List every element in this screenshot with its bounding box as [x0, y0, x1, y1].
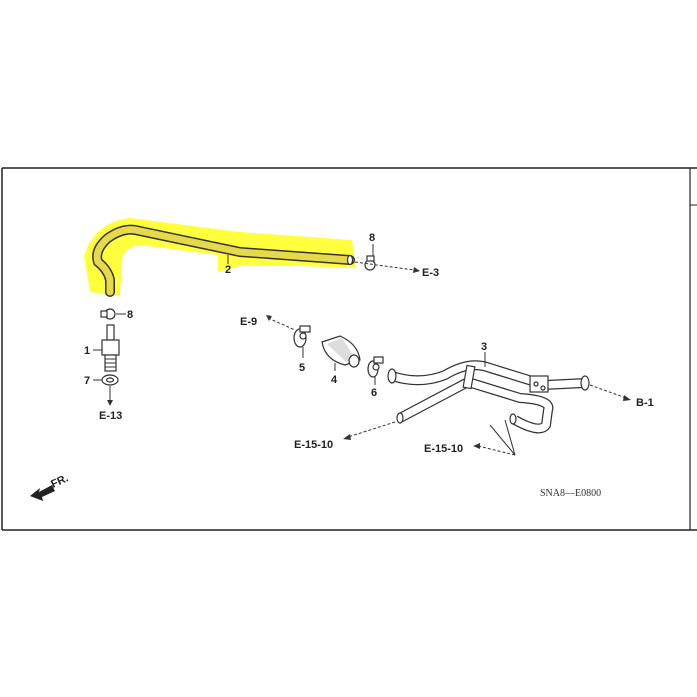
clamp-part-6[interactable]	[367, 356, 384, 378]
part-number-6: 6	[371, 387, 377, 399]
part-number-7: 7	[84, 375, 90, 387]
part-number-8-top: 8	[369, 232, 375, 244]
ref-e13: E-13	[99, 410, 122, 422]
diagram-code: SNA8—E0800	[540, 488, 601, 499]
front-direction-arrow-icon	[30, 485, 55, 501]
ref-e15-10-right: E-15-10	[424, 443, 463, 455]
part-number-3: 3	[481, 341, 487, 353]
clamp-part-8-left[interactable]	[100, 308, 116, 320]
part-number-8-left: 8	[127, 309, 133, 321]
pcv-valve-part-1[interactable]	[101, 324, 120, 372]
front-label: FR.	[49, 472, 70, 490]
diagram-frame	[1, 167, 697, 531]
ref-e3: E-3	[422, 267, 439, 279]
part-number-5: 5	[299, 362, 305, 374]
clamp-part-8-top[interactable]	[364, 255, 376, 271]
washer-part-7[interactable]	[101, 374, 119, 386]
pipe-part-3[interactable]	[387, 360, 590, 434]
hose-part-2[interactable]	[92, 224, 355, 297]
part-number-1: 1	[84, 345, 90, 357]
hose-part-4[interactable]	[321, 335, 361, 368]
clamp-part-5[interactable]	[293, 325, 311, 348]
ref-e15-10-left: E-15-10	[294, 439, 333, 451]
part-number-2: 2	[225, 264, 231, 276]
part-number-4: 4	[331, 374, 338, 386]
ref-b1: B-1	[636, 397, 654, 409]
ref-e9: E-9	[240, 316, 257, 328]
